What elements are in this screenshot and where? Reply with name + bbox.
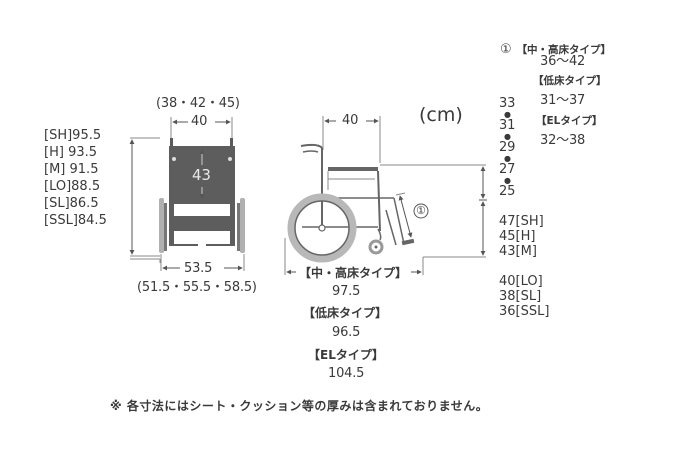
seat-height-item: 40[LO] [499,274,543,289]
overall-length-value-mid-high: 97.5 [332,284,361,299]
seat-height-list-lower: 40[LO] 38[SL] 36[SSL] [499,274,549,319]
unit-label: (cm) [419,104,463,126]
seat-height-item: 38[SL] [499,289,542,304]
overall-width-label: 53.5 [184,261,213,276]
overall-length-type-mid-high: 【中・高床タイプ】 [299,266,408,280]
seat-height-item: 36[SSL] [499,304,550,319]
side-view-chair [284,116,487,275]
legend-marker: ① [500,42,512,57]
seat-depth-label: 40 [342,113,359,128]
overall-height-item: [SL]86.5 [44,196,99,211]
overall-height-item: [M] 91.5 [44,162,99,177]
seat-width-options: (38・42・45) [156,96,240,111]
overall-height-list: [SH]95.5 [H] 93.5 [M] 91.5 [LO]88.5 [SL]… [44,127,107,229]
seat-height-list-upper: 47[SH] 45[H] 43[M] [499,214,544,259]
overall-width-options: (51.5・55.5・58.5) [137,280,257,295]
seat-height-item: 43[M] [499,244,537,259]
legend-row-mid-high: ① 【中・高床タイプ】 [500,42,612,57]
overall-length-type-low: 【低床タイプ】 [303,306,388,320]
seat-height-item: 47[SH] [499,214,544,229]
overall-height-item: [LO]88.5 [44,179,101,194]
front-view-chair [129,117,245,271]
marker-1: ① [416,204,426,217]
overall-height-item: [H] 93.5 [44,145,98,160]
overall-height-item: [SSL]84.5 [44,213,107,228]
overall-length-type-el: 【ELタイプ】 [308,348,384,362]
overall-length-value-low: 96.5 [332,325,361,340]
footnote: ※ 各寸法にはシート・クッション等の厚みは含まれておりません。 [110,399,489,413]
seat-width-label: 40 [191,114,208,129]
overall-height-item: [SH]95.5 [44,128,102,143]
overall-length-value-el: 104.5 [328,366,365,381]
seat-height-item: 45[H] [499,229,536,244]
backrest-height-label: 43 [192,166,211,184]
armrest-height-list: 33 ● 31 ● 29 ● 27 ● 25 [499,96,516,199]
